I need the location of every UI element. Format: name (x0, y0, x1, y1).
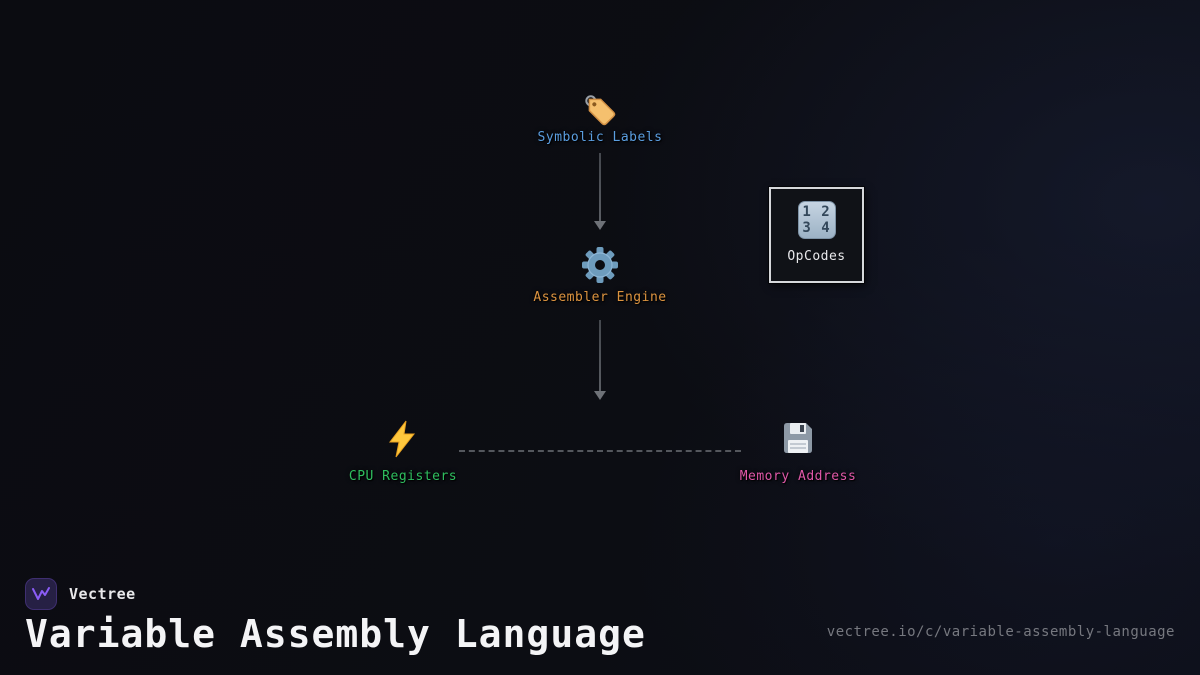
lightning-icon (383, 419, 423, 459)
numbers-icon-row1: 1 2 (802, 204, 831, 220)
numbers-icon-row2: 3 4 (802, 220, 831, 236)
node-label-assembler-engine: Assembler Engine (533, 290, 667, 305)
page-title: Variable Assembly Language (25, 612, 646, 656)
page-url: vectree.io/c/variable-assembly-language (826, 624, 1175, 640)
vectree-logo-icon (25, 578, 57, 610)
floppy-disk-icon (778, 418, 818, 458)
opcodes-node: 1 2 3 4 OpCodes (769, 187, 864, 283)
node-label-opcodes: OpCodes (787, 249, 846, 264)
brand-name: Vectree (69, 585, 136, 603)
gear-icon (580, 245, 620, 285)
node-label-cpu-registers: CPU Registers (348, 469, 458, 484)
brand-row: Vectree (25, 578, 136, 610)
arrow-line-labels-to-engine (599, 153, 601, 221)
input-numbers-icon: 1 2 3 4 (797, 201, 836, 239)
arrow-head-engine-to-registers (594, 391, 606, 400)
arrow-head-labels-to-engine (594, 221, 606, 230)
dashed-link-registers-memory (459, 450, 741, 452)
tag-icon (579, 89, 621, 131)
node-label-memory-address: Memory Address (739, 469, 857, 484)
arrow-line-engine-to-registers (599, 320, 601, 391)
node-label-symbolic-labels: Symbolic Labels (537, 130, 663, 145)
